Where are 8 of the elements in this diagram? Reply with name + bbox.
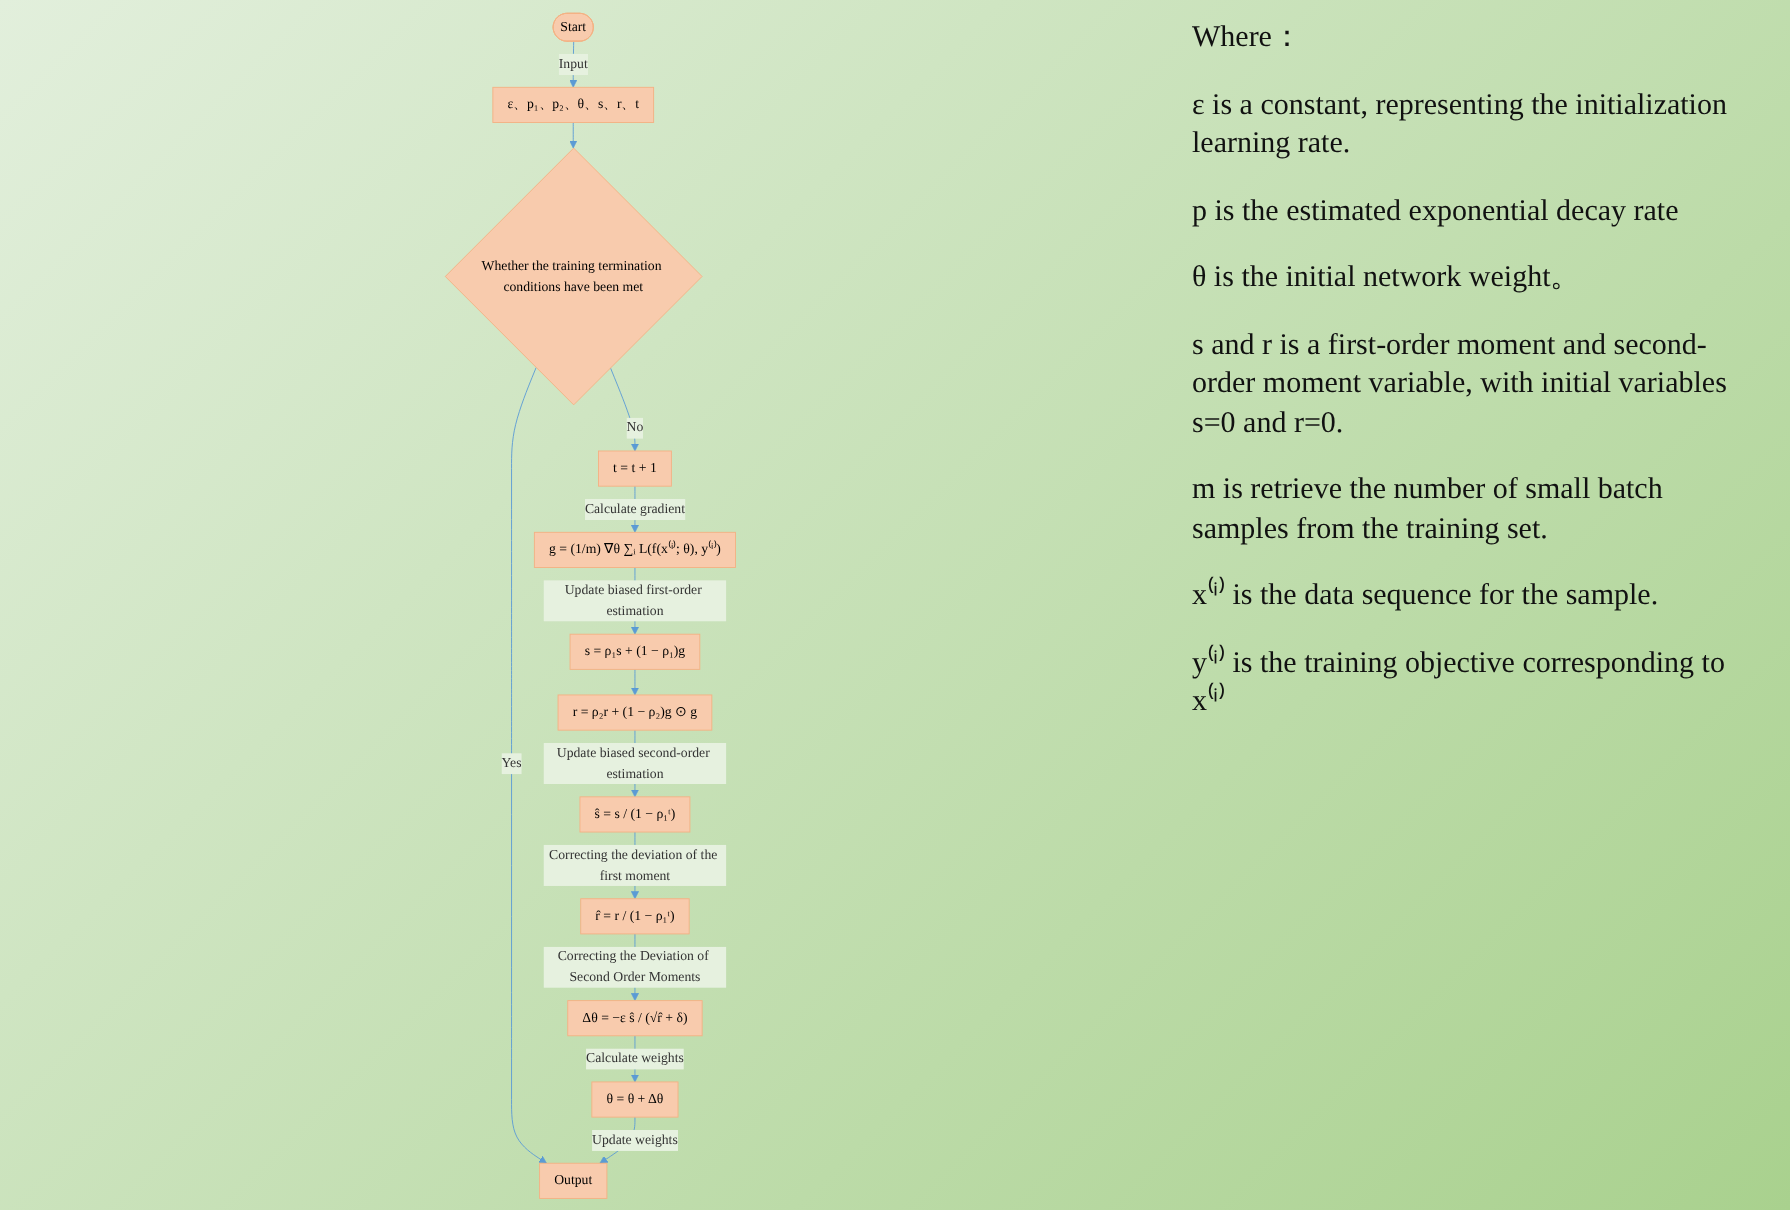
note-text: p is the estimated exponential decay rate [1192, 193, 1681, 231]
note-text: s and r is a first-order moment and second-order moment variable, with initial variables s=0 and r=0. [1192, 327, 1729, 443]
note-text: x⁽ⁱ⁾ is the data sequence for the sample. [1192, 578, 1661, 616]
note-text: y⁽ⁱ⁾ is the training objective corresponding to x⁽ⁱ⁾ [1192, 645, 1727, 722]
note-text: Where： [1192, 20, 1304, 58]
note-text: ε is a constant, representing the initialization learning rate. [1192, 87, 1729, 164]
note-text: θ is the initial network weight。 [1192, 260, 1583, 298]
note-text: m is retrieve the number of small batch samples from the training set. [1192, 472, 1665, 549]
